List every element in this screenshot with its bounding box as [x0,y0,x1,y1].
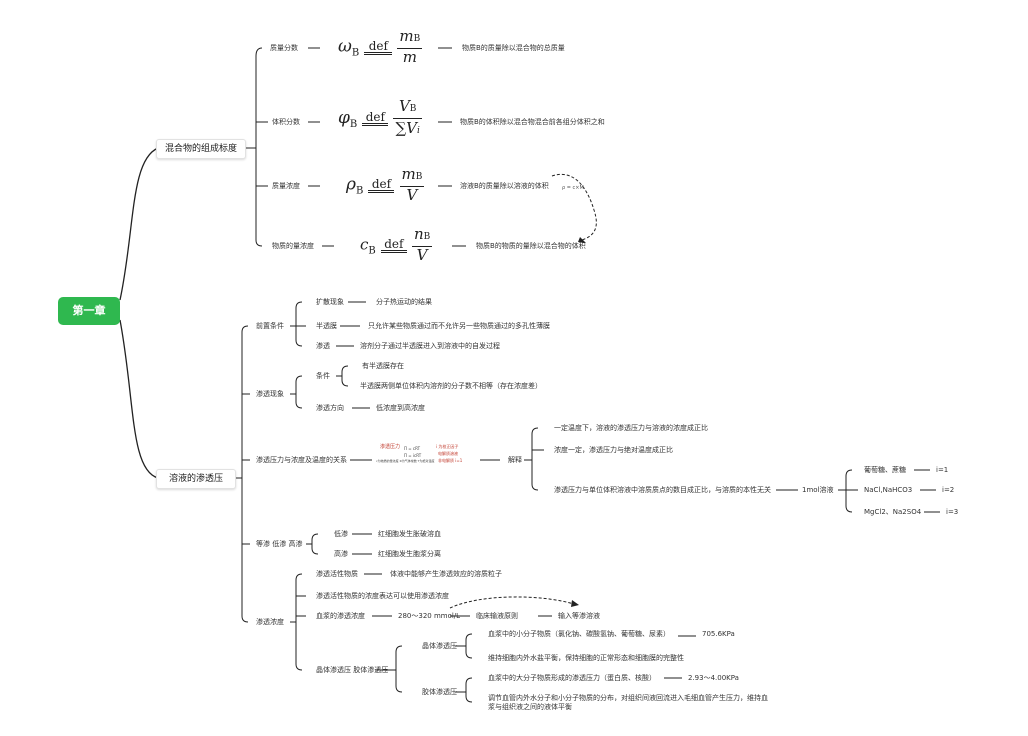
one-mol-solution[interactable]: 1mol溶液 [802,486,834,494]
crystal-colloid-label[interactable]: 晶体渗透压 胶体渗透压 [316,666,389,674]
osmotic-active-desc[interactable]: 体液中能够产生渗透效应的溶质粒子 [390,570,502,578]
colloid-desc-1[interactable]: 血浆中的大分子物质形成的渗透压力（蛋白质、核酸） [488,674,656,682]
group-1-value[interactable]: i=1 [936,466,949,474]
group-2-label[interactable]: NaCl,NaHCO3 [864,486,913,494]
plasma-osmolarity-value[interactable]: 280～320 mmol/L [398,612,461,620]
condition-1[interactable]: 有半透膜存在 [362,362,404,370]
crystal-desc-2[interactable]: 维持细胞内外水盐平衡，保持细胞的正常形态和细胞膜的完整性 [488,654,684,662]
mass-fraction-label[interactable]: 质量分数 [270,44,298,52]
mass-concentration-note: ρ = c×M [562,185,584,191]
hypotonic-desc[interactable]: 红细胞发生胀破溶血 [378,530,441,538]
crystal-desc-1[interactable]: 血浆中的小分子物质（氯化钠、碳酸氢钠、葡萄糖、尿素） [488,630,670,638]
osmotic-active-label[interactable]: 渗透活性物质 [316,570,358,578]
diffusion-label[interactable]: 扩散现象 [316,298,344,306]
explain-3[interactable]: 渗透压力与单位体积溶液中溶质质点的数目成正比，与溶质的本性无关 [554,486,771,494]
crystal-osmotic-label[interactable]: 晶体渗透压 [422,642,457,650]
osmotic-concentration-note[interactable]: 渗透活性物质的浓度表达可以使用渗透浓度 [316,592,449,600]
group-1-label[interactable]: 葡萄糖、蔗糖 [864,466,906,474]
colloid-desc-2[interactable]: 调节血管内外水分子和小分子物质的分布，对组织间液回流进入毛细血管产生压力，维持血… [488,694,768,711]
volume-fraction-label[interactable]: 体积分数 [272,118,300,126]
group-3-value[interactable]: i=3 [946,508,959,516]
condition-2[interactable]: 半透膜两侧单位体积内溶剂的分子数不相等（存在浓度差） [360,382,542,390]
volume-fraction-desc[interactable]: 物质B的体积除以混合物混合前各组分体积之和 [460,118,605,126]
explain-label[interactable]: 解释 [508,456,522,464]
membrane-label[interactable]: 半透膜 [316,322,337,330]
direction-label[interactable]: 渗透方向 [316,404,344,412]
osmosis-phenomenon-label[interactable]: 渗透现象 [256,390,284,398]
relation-label[interactable]: 渗透压力与浓度及温度的关系 [256,456,347,464]
hypertonic-desc[interactable]: 红细胞发生胞浆分离 [378,550,441,558]
osmolarity-label[interactable]: 渗透浓度 [256,618,284,626]
membrane-desc[interactable]: 只允许某些物质通过而不允许另一些物质通过的多孔性薄膜 [368,322,550,330]
condition-label[interactable]: 条件 [316,372,330,380]
hypertonic-label[interactable]: 高渗 [334,550,348,558]
colloid-osmotic-label[interactable]: 胶体渗透压 [422,688,457,696]
group-3-label[interactable]: MgCl2、Na2SO4 [864,508,922,516]
molar-concentration-desc[interactable]: 物质B的物质的量除以混合物的体积 [476,242,586,250]
osmosis-desc[interactable]: 溶剂分子通过半透膜进入到溶液中的自发过程 [360,342,500,350]
root-node[interactable]: 第一章 [58,297,120,325]
direction-desc[interactable]: 低浓度到高浓度 [376,404,425,412]
mass-concentration-label[interactable]: 质量浓度 [272,182,300,190]
osmosis-label[interactable]: 渗透 [316,342,330,350]
mass-fraction-desc[interactable]: 物质B的质量除以混合物的总质量 [462,44,565,52]
isotonic-infusion[interactable]: 输入等渗溶液 [558,612,600,620]
hypotonic-label[interactable]: 低渗 [334,530,348,538]
diffusion-desc[interactable]: 分子热运动的结果 [376,298,432,306]
mass-concentration-desc[interactable]: 溶液B的质量除以溶液的体积 [460,182,549,190]
branch-mixture-composition[interactable]: 混合物的组成标度 [156,139,246,159]
tonicity-label[interactable]: 等渗 低渗 高渗 [256,540,303,548]
explain-1[interactable]: 一定温度下，溶液的渗透压力与溶液的浓度成正比 [554,424,708,432]
molar-concentration-label[interactable]: 物质的量浓度 [272,242,314,250]
handwritten-sketch: 渗透压力 Π = cRT Π = icRT c为物质的量浓度 R为气体常数 T为… [376,444,463,463]
branch-osmotic-pressure[interactable]: 溶液的渗透压 [156,469,236,489]
group-2-value[interactable]: i=2 [942,486,955,494]
precondition-label[interactable]: 前置条件 [256,322,284,330]
crystal-value[interactable]: 705.6KPa [702,630,735,638]
explain-2[interactable]: 浓度一定，渗透压力与绝对温度成正比 [554,446,673,454]
volume-fraction-formula: φB def VB∑Vi [338,97,422,137]
infusion-principle[interactable]: 临床输液原则 [476,612,518,620]
colloid-value[interactable]: 2.93～4.00KPa [688,674,739,682]
plasma-osmolarity-label[interactable]: 血浆的渗透浓度 [316,612,365,620]
